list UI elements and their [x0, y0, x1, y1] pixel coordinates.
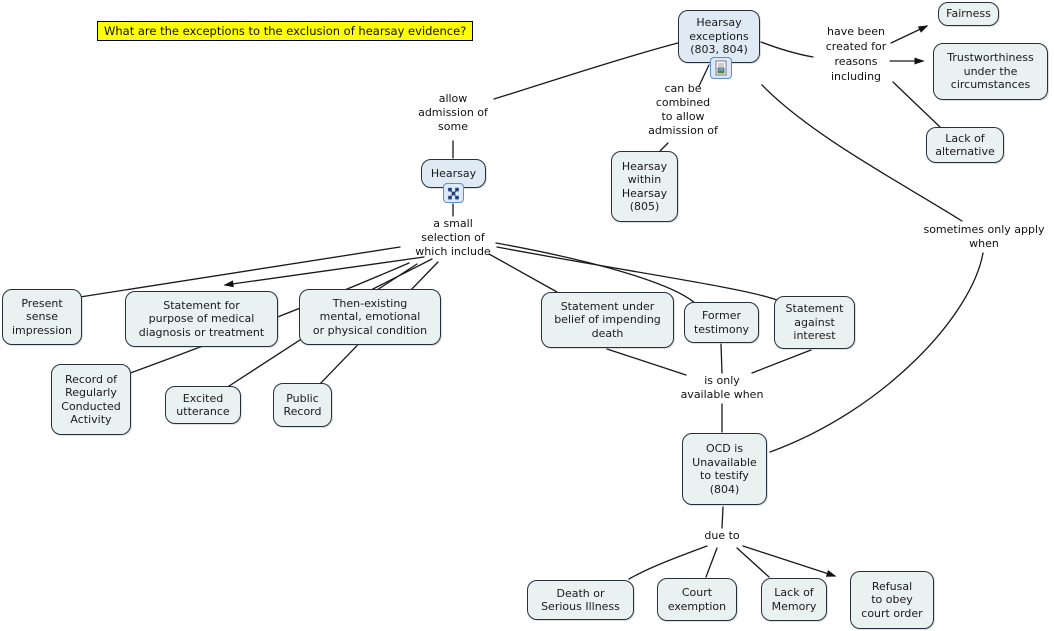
concept-court-exemption[interactable]: Court exemption — [657, 578, 737, 621]
concept-hearsay-exceptions[interactable]: Hearsay exceptions (803, 804) — [678, 10, 760, 63]
concept-former-testimony[interactable]: Former testimony — [684, 302, 759, 343]
linked-concept-map-glyph — [448, 187, 459, 199]
concept-medical-diagnosis-statement[interactable]: Statement for purpose of medical diagnos… — [125, 291, 278, 347]
concept-excited-utterance[interactable]: Excited utterance — [165, 386, 241, 424]
link-is-only-available[interactable]: is only available when — [680, 374, 764, 401]
concept-public-record[interactable]: Public Record — [273, 383, 332, 427]
concept-trustworthiness[interactable]: Trustworthiness under the circumstances — [933, 43, 1048, 100]
concept-lack-of-memory[interactable]: Lack of Memory — [761, 578, 827, 621]
concept-death-or-serious-illness[interactable]: Death or Serious Illness — [527, 580, 634, 620]
concept-statement-against-interest[interactable]: Statement against interest — [774, 296, 855, 349]
concept-ocd-unavailable[interactable]: OCD is Unavailable to testify (804) — [682, 433, 767, 505]
concept-hearsay-within-hearsay[interactable]: Hearsay within Hearsay (805) — [611, 151, 678, 222]
document-resource-icon[interactable] — [710, 57, 732, 79]
link-small-selection[interactable]: a small selection of which include — [415, 217, 491, 258]
concept-present-sense-impression[interactable]: Present sense impression — [2, 289, 82, 345]
link-have-been-created[interactable]: have been created for reasons including — [825, 25, 887, 83]
concept-then-existing-condition[interactable]: Then-existing mental, emotional or physi… — [299, 289, 441, 345]
link-due-to[interactable]: due to — [704, 529, 740, 542]
link-allow-admission[interactable]: allow admission of some — [418, 92, 488, 133]
concept-lack-of-alternative[interactable]: Lack of alternative — [926, 127, 1004, 163]
link-sometimes-apply[interactable]: sometimes only apply when — [923, 223, 1045, 250]
concept-fairness[interactable]: Fairness — [938, 2, 999, 26]
concept-impending-death-statement[interactable]: Statement under belief of impending deat… — [541, 292, 674, 348]
focus-question[interactable]: What are the exceptions to the exclusion… — [97, 21, 474, 41]
document-resource-glyph — [715, 60, 727, 76]
concept-record-regular-activity[interactable]: Record of Regularly Conducted Activity — [51, 364, 131, 435]
link-can-be-combined[interactable]: can be combined to allow admission of — [648, 82, 718, 137]
linked-concept-map-icon[interactable] — [443, 183, 464, 203]
concept-refusal-court-order[interactable]: Refusal to obey court order — [850, 571, 934, 629]
